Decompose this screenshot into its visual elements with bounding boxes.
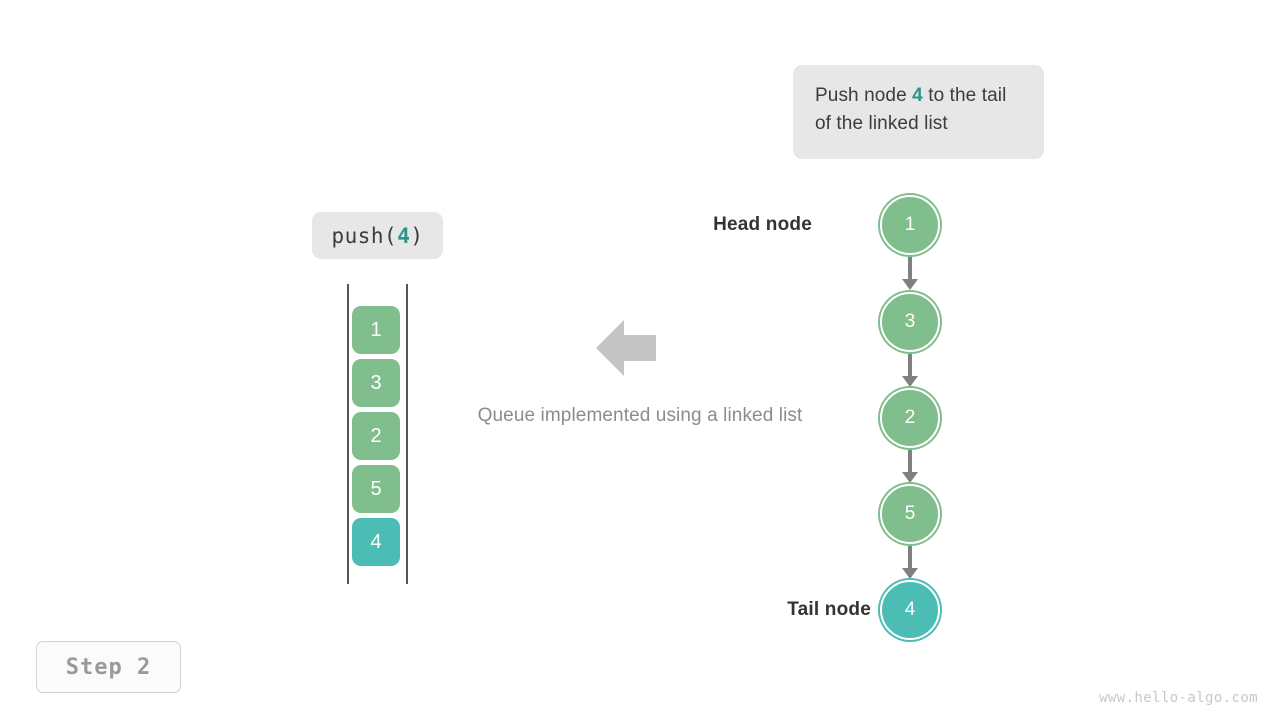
link-line bbox=[908, 450, 912, 474]
link-arrowhead-icon bbox=[902, 568, 918, 579]
link-line bbox=[908, 257, 912, 281]
list-node-new: 4 bbox=[880, 580, 940, 640]
head-node-label: Head node bbox=[713, 214, 812, 235]
list-node: 2 bbox=[880, 388, 940, 448]
watermark: www.hello-algo.com bbox=[1099, 690, 1258, 706]
operation-close-paren: ) bbox=[410, 223, 424, 248]
queue-item: 5 bbox=[352, 465, 400, 513]
queue-item: 1 bbox=[352, 306, 400, 354]
link-arrowhead-icon bbox=[902, 279, 918, 290]
link-arrowhead-icon bbox=[902, 472, 918, 483]
left-arrow-icon bbox=[596, 320, 656, 376]
link-arrowhead-icon bbox=[902, 376, 918, 387]
callout-text: Push node 4 to the tail of the linked li… bbox=[815, 82, 1022, 138]
callout-text-before: Push node bbox=[815, 85, 913, 106]
callout-bubble: Push node 4 to the tail of the linked li… bbox=[793, 65, 1044, 159]
callout-text-after: to the tail of the linked list bbox=[815, 85, 1007, 134]
queue-rail-right bbox=[406, 284, 408, 584]
list-node: 1 bbox=[880, 195, 940, 255]
queue-item-new: 4 bbox=[352, 518, 400, 566]
queue-item: 2 bbox=[352, 412, 400, 460]
callout-accent-value: 4 bbox=[912, 85, 923, 106]
link-line bbox=[908, 546, 912, 570]
operation-argument: 4 bbox=[397, 223, 411, 248]
diagram-caption: Queue implemented using a linked list bbox=[477, 405, 803, 426]
list-node: 5 bbox=[880, 484, 940, 544]
operation-badge: push(4) bbox=[312, 212, 443, 259]
tail-node-label: Tail node bbox=[787, 599, 871, 620]
queue-rail-left bbox=[347, 284, 349, 584]
queue-container: 1 3 2 5 4 bbox=[345, 284, 409, 584]
list-node: 3 bbox=[880, 292, 940, 352]
linked-list-container: 1 3 2 5 4 bbox=[880, 185, 960, 645]
operation-name: push bbox=[331, 223, 385, 248]
step-badge: Step 2 bbox=[36, 641, 181, 693]
link-line bbox=[908, 354, 912, 378]
queue-item: 3 bbox=[352, 359, 400, 407]
operation-open-paren: ( bbox=[384, 223, 398, 248]
